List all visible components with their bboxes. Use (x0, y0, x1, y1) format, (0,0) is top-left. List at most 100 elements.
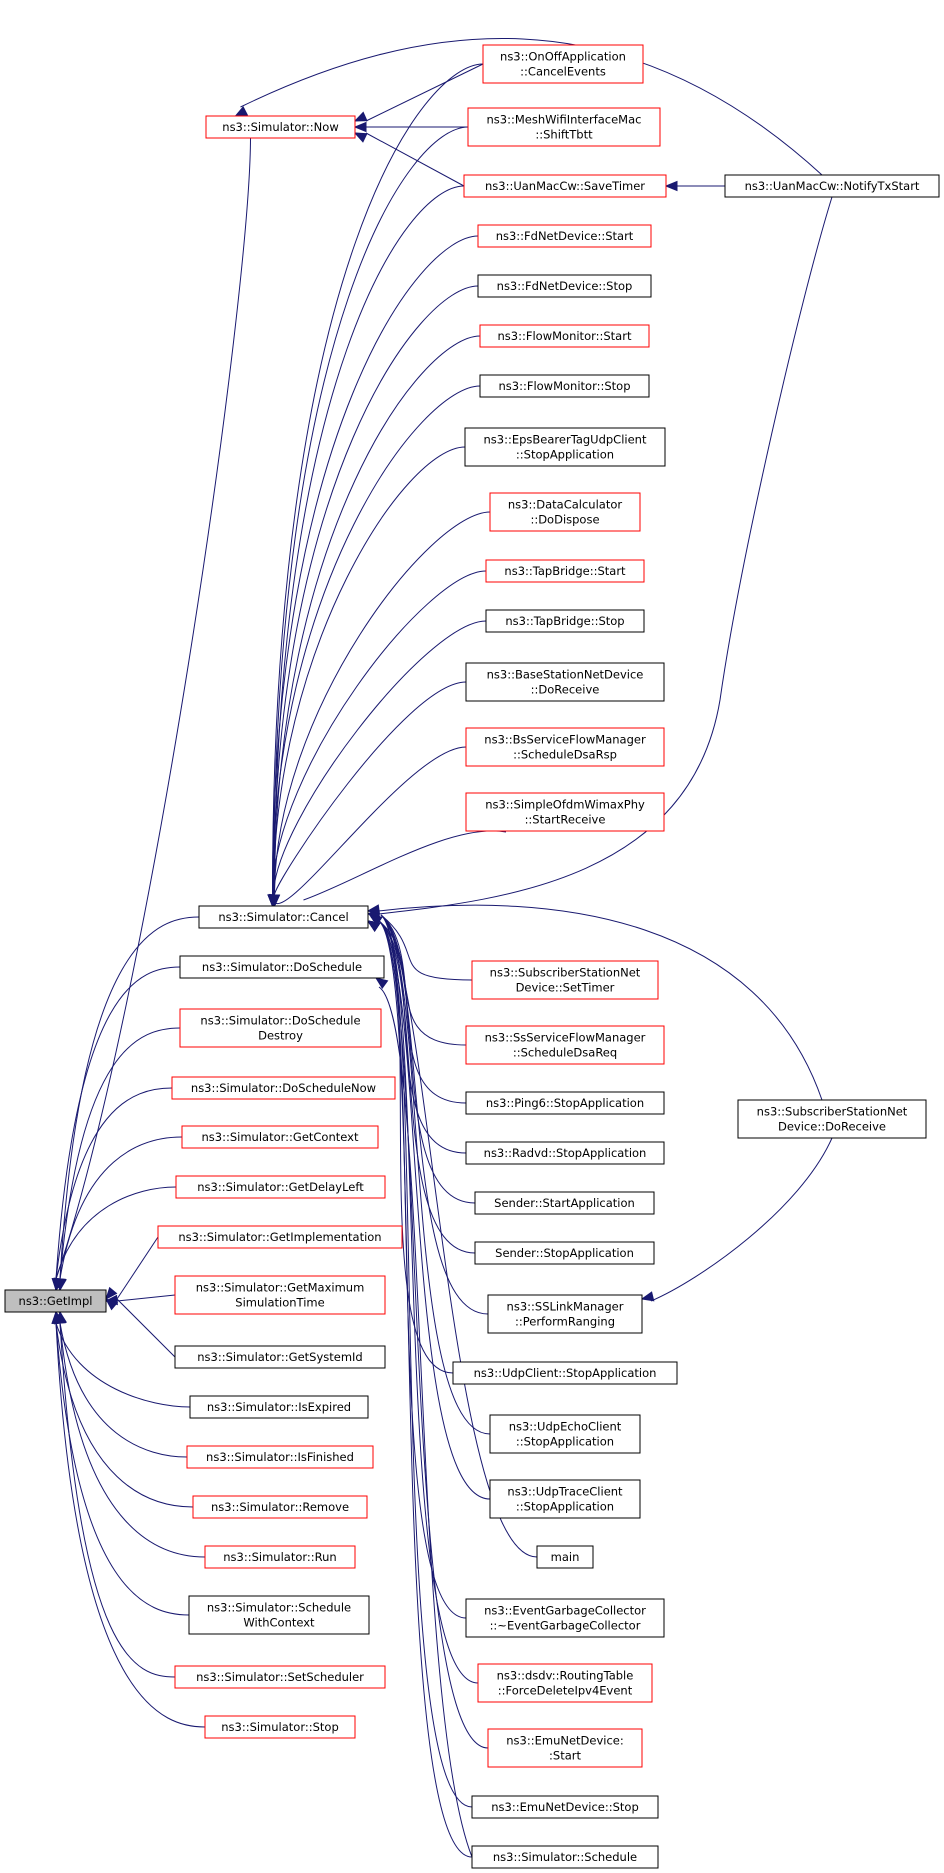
node-label: ns3::Simulator::Cancel (218, 910, 348, 924)
edge-isexpired-to-getimpl (53, 1310, 191, 1408)
node-label: ns3::UdpTraceClient (507, 1485, 623, 1499)
node-emustop[interactable]: ns3::EmuNetDevice::Stop (471, 1795, 659, 1819)
node-basestation[interactable]: ns3::BaseStationNetDevice::DoReceive (465, 662, 665, 702)
edge-bsservice-to-cancel (268, 746, 467, 908)
node-label: ns3::FdNetDevice::Stop (497, 279, 633, 293)
node-label: ns3::BaseStationNetDevice (487, 668, 644, 682)
node-label: ns3::Simulator::DoScheduleNow (191, 1081, 376, 1095)
node-dsdv[interactable]: ns3::dsdv::RoutingTable::ForceDeleteIpv4… (477, 1663, 653, 1703)
node-getimpl[interactable]: ns3::GetImpl (4, 1289, 107, 1313)
node-label: ns3::TapBridge::Stop (505, 614, 624, 628)
node-label: ns3::Simulator::Now (222, 120, 338, 134)
node-label: ::ScheduleDsaRsp (513, 748, 617, 762)
node-simpleofdm[interactable]: ns3::SimpleOfdmWimaxPhy::StartReceive (465, 792, 665, 832)
node-isexpired[interactable]: ns3::Simulator::IsExpired (189, 1395, 369, 1419)
edge-onoff-to-now (353, 63, 484, 122)
node-label: :Start (549, 1749, 581, 1763)
node-label: ns3::Radvd::StopApplication (484, 1146, 647, 1160)
edge-fdstart-to-cancel (267, 235, 479, 908)
node-label: ::DoDispose (530, 513, 599, 527)
node-radvd[interactable]: ns3::Radvd::StopApplication (465, 1141, 665, 1165)
node-label: ns3::Simulator::Remove (211, 1500, 349, 1514)
node-doschedulenow[interactable]: ns3::Simulator::DoScheduleNow (171, 1076, 396, 1100)
node-label: ns3::Simulator::SetScheduler (196, 1670, 364, 1684)
node-now[interactable]: ns3::Simulator::Now (205, 115, 356, 139)
node-getimplementation[interactable]: ns3::Simulator::GetImplementation (157, 1225, 403, 1249)
node-flowstop[interactable]: ns3::FlowMonitor::Stop (479, 374, 650, 398)
node-doschedule[interactable]: ns3::Simulator::DoSchedule (179, 955, 385, 979)
node-label: ns3::UdpEchoClient (509, 1420, 622, 1434)
node-udpecho[interactable]: ns3::UdpEchoClient::StopApplication (489, 1414, 641, 1454)
node-label: ns3::GetImpl (19, 1294, 93, 1308)
node-label: ns3::BsServiceFlowManager (484, 733, 646, 747)
node-datacalc[interactable]: ns3::DataCalculator::DoDispose (489, 492, 641, 532)
edge-getimplementation-to-getimpl (105, 1236, 159, 1301)
edge-uannotify-to-now (234, 37, 823, 176)
node-bsservice[interactable]: ns3::BsServiceFlowManager::ScheduleDsaRs… (465, 727, 665, 767)
node-schedule[interactable]: ns3::Simulator::Schedule (471, 1845, 659, 1869)
node-label: ::StopApplication (516, 448, 614, 462)
node-label: ns3::Simulator::GetContext (202, 1130, 359, 1144)
edge-uansavetimer-to-cancel (269, 185, 465, 908)
node-subsettimer[interactable]: ns3::SubscriberStationNetDevice::SetTime… (471, 960, 659, 1000)
edge-subdoreceive-to-sslink (640, 1137, 833, 1302)
node-isfinished[interactable]: ns3::Simulator::IsFinished (186, 1445, 374, 1469)
node-flowstart[interactable]: ns3::FlowMonitor::Start (479, 324, 650, 348)
node-label: ns3::TapBridge::Start (504, 564, 626, 578)
node-label: ns3::FlowMonitor::Start (498, 329, 632, 343)
node-label: SimulationTime (235, 1296, 324, 1310)
edge-flowstart-to-cancel (269, 335, 481, 908)
node-getdelayleft[interactable]: ns3::Simulator::GetDelayLeft (175, 1175, 386, 1199)
node-label: ns3::Simulator::Schedule (207, 1601, 351, 1615)
edge-ping6-to-cancel (368, 914, 467, 1104)
node-setscheduler[interactable]: ns3::Simulator::SetScheduler (174, 1665, 386, 1689)
node-label: Sender::StartApplication (494, 1196, 635, 1210)
edge-getdelayleft-to-getimpl (53, 1186, 177, 1292)
edge-now-to-getimpl (54, 137, 251, 1292)
node-eventgc[interactable]: ns3::EventGarbageCollector::~EventGarbag… (465, 1598, 665, 1638)
edge-getsystemid-to-getimpl (104, 1298, 176, 1358)
node-cancel[interactable]: ns3::Simulator::Cancel (198, 905, 369, 929)
node-label: ns3::OnOffApplication (500, 50, 626, 64)
node-fdstart[interactable]: ns3::FdNetDevice::Start (477, 224, 652, 248)
edge-dsdv-to-cancel (368, 914, 479, 1684)
node-uansavetimer[interactable]: ns3::UanMacCw::SaveTimer (463, 174, 667, 198)
edge-setscheduler-to-getimpl (55, 1310, 176, 1678)
node-meshwifi[interactable]: ns3::MeshWifiInterfaceMac::ShiftTbtt (467, 107, 661, 147)
node-run[interactable]: ns3::Simulator::Run (204, 1545, 356, 1569)
node-senderstop[interactable]: Sender::StopApplication (474, 1241, 655, 1265)
node-label: ::ForceDeleteIpv4Event (498, 1684, 633, 1698)
node-getsystemid[interactable]: ns3::Simulator::GetSystemId (174, 1345, 386, 1369)
node-remove[interactable]: ns3::Simulator::Remove (192, 1495, 368, 1519)
node-label: ns3::Simulator::DoSchedule (202, 960, 362, 974)
node-subdoreceive[interactable]: ns3::SubscriberStationNetDevice::DoRecei… (737, 1099, 927, 1139)
node-emustart[interactable]: ns3::EmuNetDevice::Start (487, 1728, 643, 1768)
node-fdstop[interactable]: ns3::FdNetDevice::Stop (477, 274, 652, 298)
node-tapstop[interactable]: ns3::TapBridge::Stop (485, 609, 645, 633)
node-udpclient[interactable]: ns3::UdpClient::StopApplication (452, 1361, 678, 1385)
node-main[interactable]: main (536, 1545, 594, 1569)
node-ping6[interactable]: ns3::Ping6::StopApplication (465, 1091, 665, 1115)
node-label: ns3::Simulator::GetSystemId (197, 1350, 362, 1364)
node-sslink[interactable]: ns3::SSLinkManager::PerformRanging (487, 1294, 643, 1334)
node-label: ns3::SsServiceFlowManager (485, 1031, 646, 1045)
node-getcontext[interactable]: ns3::Simulator::GetContext (181, 1125, 379, 1149)
node-senderstart[interactable]: Sender::StartApplication (474, 1191, 655, 1215)
node-tapstart[interactable]: ns3::TapBridge::Start (485, 559, 645, 583)
node-label: ns3::Simulator::IsExpired (207, 1400, 351, 1414)
node-label: Destroy (258, 1029, 303, 1043)
node-udptrace[interactable]: ns3::UdpTraceClient::StopApplication (489, 1479, 641, 1519)
edge-schedule-to-doschedule (374, 977, 473, 1858)
node-uannotify[interactable]: ns3::UanMacCw::NotifyTxStart (724, 174, 940, 198)
edge-layer (51, 37, 833, 1858)
node-stop[interactable]: ns3::Simulator::Stop (204, 1715, 356, 1739)
node-onoff[interactable]: ns3::OnOffApplication::CancelEvents (482, 44, 644, 84)
node-label: ns3::SSLinkManager (507, 1300, 624, 1314)
node-ssservice[interactable]: ns3::SsServiceFlowManager::ScheduleDsaRe… (465, 1025, 665, 1065)
node-label: ns3::UanMacCw::SaveTimer (485, 179, 645, 193)
node-epsbearer[interactable]: ns3::EpsBearerTagUdpClient::StopApplicat… (464, 427, 666, 467)
